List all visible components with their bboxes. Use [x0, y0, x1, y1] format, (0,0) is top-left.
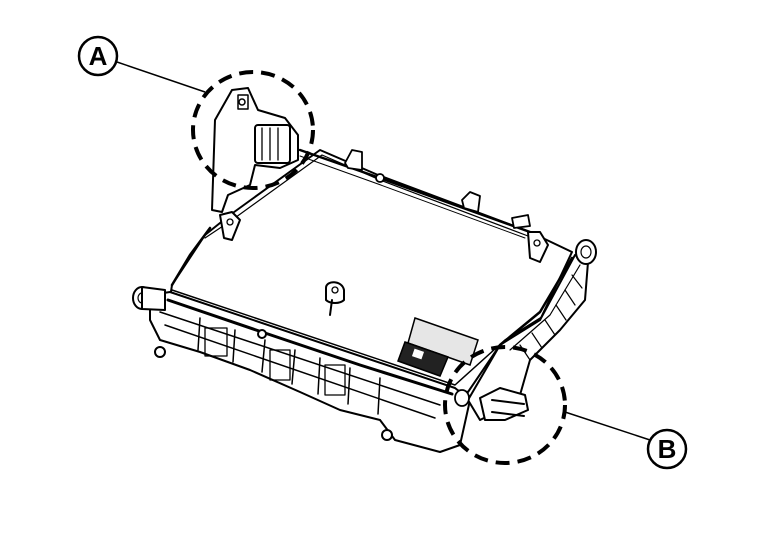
callout-a-label: A: [89, 41, 108, 71]
callout-b: B: [646, 428, 688, 470]
leader-line-b: [564, 411, 651, 441]
label-plates: [397, 317, 479, 377]
callout-a: A: [77, 35, 119, 77]
rear-tabs: [344, 149, 531, 229]
center-connector: [325, 281, 345, 316]
callout-b-label: B: [658, 434, 677, 464]
detail-circle-a: [191, 70, 315, 190]
detail-circle-b: [443, 345, 567, 465]
leader-line-a: [116, 61, 206, 93]
connector-b-part: [454, 231, 549, 421]
connector-a-part: [211, 87, 299, 241]
right-frame: [467, 239, 597, 421]
left-end: [132, 286, 393, 441]
